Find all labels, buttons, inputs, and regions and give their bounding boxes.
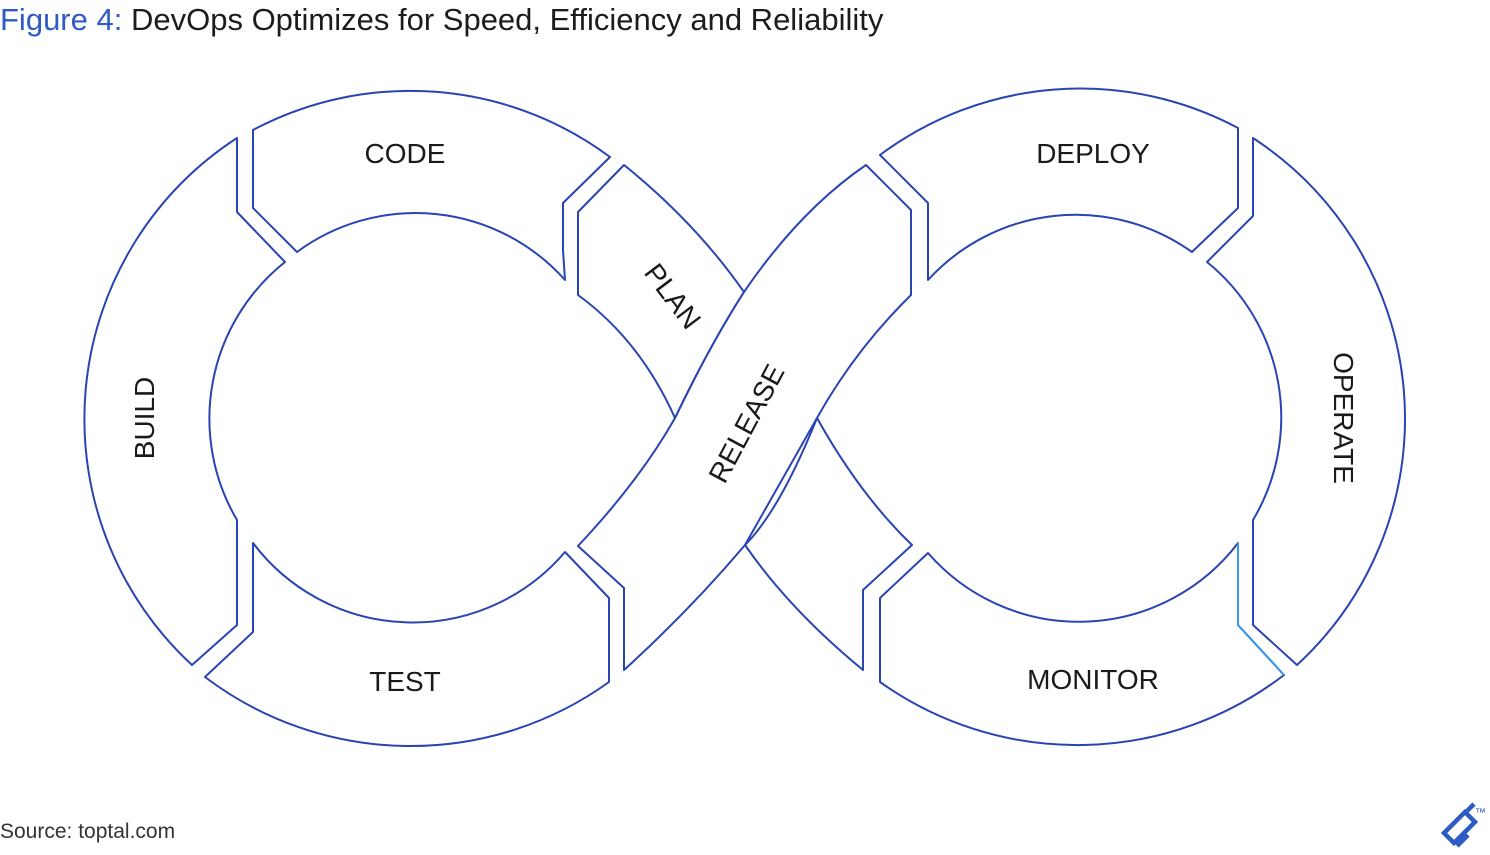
trademark-mark: ™	[1475, 807, 1486, 819]
segment-operate	[1206, 137, 1407, 666]
label-release: RELEASE	[703, 359, 791, 488]
segment-deploy	[879, 87, 1239, 281]
figure-title: Figure 4: DevOps Optimizes for Speed, Ef…	[0, 2, 883, 38]
segment-monitor	[879, 542, 1285, 747]
label-code: CODE	[365, 138, 446, 169]
label-operate: OPERATE	[1328, 352, 1359, 484]
segment-lower-crossing	[744, 417, 913, 671]
label-test: TEST	[369, 666, 441, 697]
segment-build	[83, 137, 286, 666]
source-caption: Source: toptal.com	[0, 820, 176, 843]
label-plan: PLAN	[638, 258, 707, 335]
segment-test	[204, 542, 610, 748]
figure-number: Figure 4:	[0, 2, 123, 37]
segment-release	[577, 164, 912, 671]
segment-code	[252, 89, 611, 281]
highlight-edge	[1237, 543, 1285, 676]
toptal-logo-icon: ™	[1440, 802, 1486, 848]
label-build: BUILD	[129, 377, 160, 459]
label-monitor: MONITOR	[1027, 664, 1159, 695]
label-deploy: DEPLOY	[1036, 138, 1150, 169]
title-text: DevOps Optimizes for Speed, Efficiency a…	[130, 2, 884, 37]
